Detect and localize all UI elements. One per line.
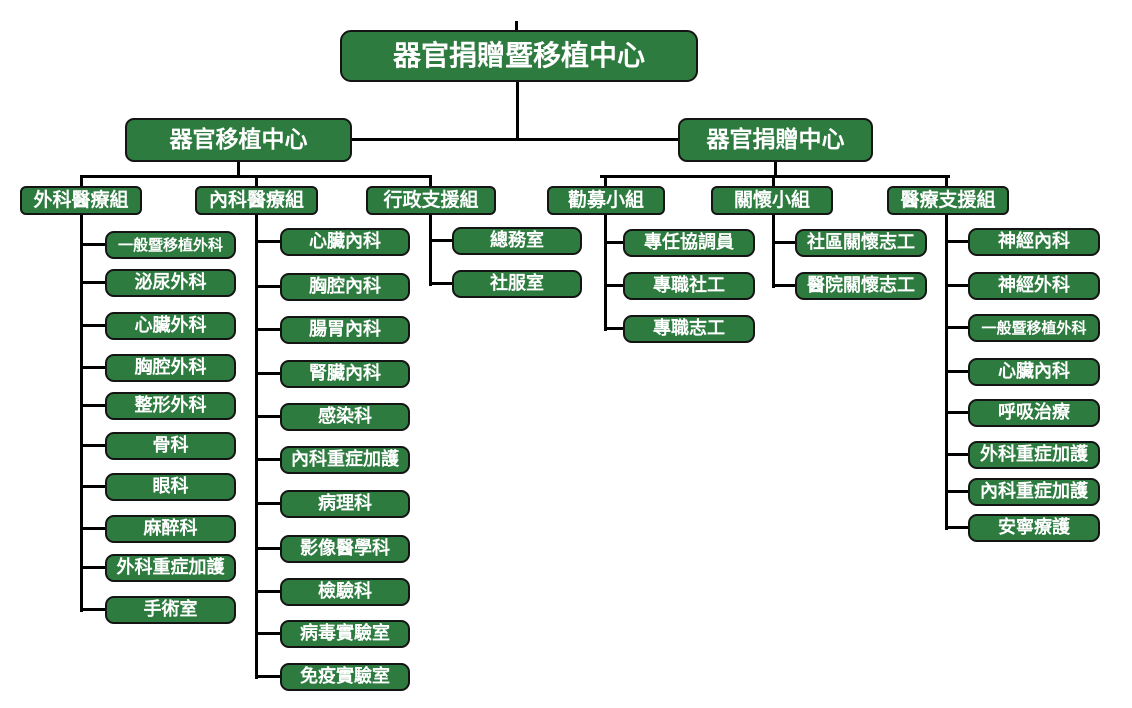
connector-trunk xyxy=(429,215,432,286)
connector-child-stub xyxy=(81,366,105,369)
org-node: 心臟內科 xyxy=(280,228,410,256)
connector-child-stub xyxy=(946,490,968,493)
connector-child-stub xyxy=(81,404,105,407)
org-node: 心臟內科 xyxy=(968,358,1100,386)
connector-child-stub xyxy=(946,284,968,287)
connector-trunk xyxy=(80,215,83,612)
connector-child-stub xyxy=(256,458,280,461)
connector-donation-rail xyxy=(600,175,950,178)
donation-center-node: 器官捐贈中心 xyxy=(678,118,873,162)
connector-child-stub xyxy=(81,485,105,488)
org-node: 專職社工 xyxy=(623,272,755,300)
org-node: 總務室 xyxy=(452,227,582,255)
root-node: 器官捐贈暨移植中心 xyxy=(340,30,698,82)
connector-child-stub xyxy=(256,502,280,505)
connector-child-stub xyxy=(946,326,968,329)
org-node: 病理科 xyxy=(280,490,410,518)
recruitment-group-node: 勸募小組 xyxy=(547,186,665,215)
org-node: 眼科 xyxy=(105,473,236,501)
connector-trunk xyxy=(772,215,775,288)
surgical-group-node: 外科醫療組 xyxy=(20,186,142,215)
org-node: 胸腔內科 xyxy=(280,273,410,301)
connector-root-drop xyxy=(516,82,519,141)
connector-child-stub xyxy=(81,566,105,569)
org-node: 心臟外科 xyxy=(105,312,236,340)
connector-child-stub xyxy=(430,239,452,242)
org-node: 檢驗科 xyxy=(280,578,410,606)
connector-child-stub xyxy=(81,243,105,246)
org-node: 呼吸治療 xyxy=(968,399,1100,427)
connector-child-stub xyxy=(81,324,105,327)
care-group-node: 關懷小組 xyxy=(711,186,833,215)
connector-child-stub xyxy=(256,240,280,243)
connector-child-stub xyxy=(256,547,280,550)
org-node: 腸胃內科 xyxy=(280,316,410,344)
connector-child-stub xyxy=(256,285,280,288)
transplant-center-node: 器官移植中心 xyxy=(125,118,352,162)
connector-group-stub xyxy=(80,176,83,186)
connector-child-stub xyxy=(256,415,280,418)
org-node: 外科重症加護 xyxy=(968,441,1100,469)
org-node: 骨科 xyxy=(105,432,236,460)
org-node: 免疫實驗室 xyxy=(280,663,410,691)
connector-child-stub xyxy=(81,444,105,447)
connector-group-stub xyxy=(604,176,607,186)
admin-support-group-node: 行政支援組 xyxy=(366,186,496,215)
connector-child-stub xyxy=(773,284,795,287)
connector-centers-hline xyxy=(352,138,678,141)
org-node: 麻醉科 xyxy=(105,515,236,543)
connector-child-stub xyxy=(256,328,280,331)
connector-child-stub xyxy=(946,453,968,456)
org-node: 內科重症加護 xyxy=(280,446,410,474)
org-node: 外科重症加護 xyxy=(105,554,236,582)
connector-trunk xyxy=(604,215,607,331)
connector-donation-drop xyxy=(774,162,777,178)
connector-transplant-drop xyxy=(237,162,240,178)
org-node: 神經外科 xyxy=(968,272,1100,300)
org-node: 醫院關懷志工 xyxy=(795,272,927,300)
connector-child-stub xyxy=(256,675,280,678)
connector-child-stub xyxy=(81,608,105,611)
connector-child-stub xyxy=(605,284,623,287)
connector-child-stub xyxy=(946,370,968,373)
connector-child-stub xyxy=(946,240,968,243)
org-node: 感染科 xyxy=(280,403,410,431)
org-node: 影像醫學科 xyxy=(280,535,410,563)
org-node: 一般暨移植外科 xyxy=(968,314,1100,342)
org-node: 社區關懷志工 xyxy=(795,229,927,257)
connector-child-stub xyxy=(605,327,623,330)
org-node: 一般暨移植外科 xyxy=(105,231,236,259)
connector-root-top-stub xyxy=(515,21,518,31)
medical-support-group-node: 醫療支援組 xyxy=(887,186,1009,215)
connector-trunk xyxy=(255,215,258,679)
internal-medicine-group-node: 內科醫療組 xyxy=(195,186,318,215)
connector-group-stub xyxy=(429,176,432,186)
org-node: 病毒實驗室 xyxy=(280,620,410,648)
connector-child-stub xyxy=(946,526,968,529)
org-node: 內科重症加護 xyxy=(968,478,1100,506)
org-node: 整形外科 xyxy=(105,392,236,420)
org-node: 胸腔外科 xyxy=(105,354,236,382)
org-node: 安寧療護 xyxy=(968,514,1100,542)
connector-group-stub xyxy=(255,176,258,186)
org-node: 神經內科 xyxy=(968,228,1100,256)
connector-child-stub xyxy=(256,632,280,635)
org-node: 手術室 xyxy=(105,596,236,624)
connector-child-stub xyxy=(81,281,105,284)
connector-child-stub xyxy=(773,241,795,244)
org-node: 專職志工 xyxy=(623,315,755,343)
connector-child-stub xyxy=(81,527,105,530)
connector-group-stub xyxy=(772,176,775,186)
org-node: 腎臟內科 xyxy=(280,360,410,388)
connector-child-stub xyxy=(430,282,452,285)
connector-child-stub xyxy=(256,372,280,375)
connector-group-stub xyxy=(945,176,948,186)
connector-child-stub xyxy=(946,411,968,414)
connector-child-stub xyxy=(605,241,623,244)
org-node: 泌尿外科 xyxy=(105,269,236,297)
org-node: 社服室 xyxy=(452,270,582,298)
org-node: 專任協調員 xyxy=(623,229,755,257)
connector-child-stub xyxy=(256,590,280,593)
